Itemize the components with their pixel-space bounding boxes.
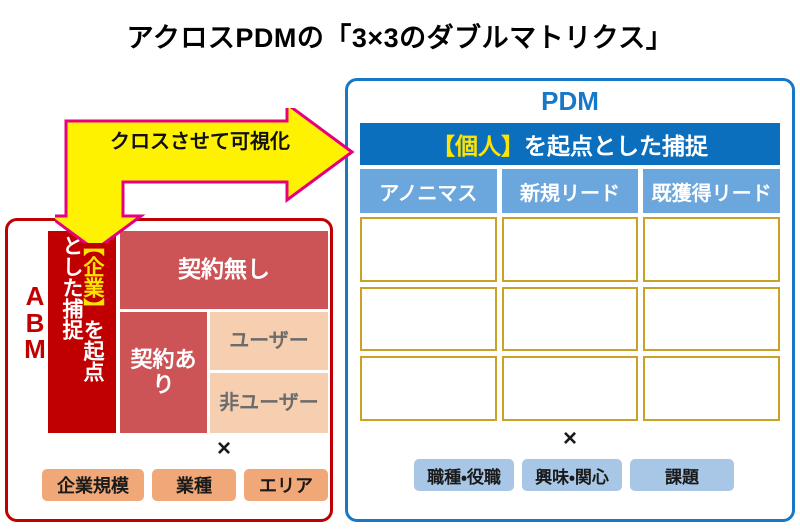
abm-panel: A B M とした捕捉 【企業】を起点 契約無し 契約あり ユーザー 非ユーザー… (5, 218, 333, 522)
pdm-capture-header-bar: 【個人】を起点とした捕捉 (360, 123, 780, 165)
pdm-tag-interest[interactable]: 興味・関心 (522, 459, 622, 491)
abm-attribute-tags: 企業規模 業種 エリア (42, 469, 328, 501)
pdm-panel-title: PDM (541, 86, 599, 116)
pdm-grid-cell[interactable] (501, 217, 639, 282)
pdm-grid-cell[interactable] (643, 217, 780, 282)
abm-capture-column-left: とした捕捉 (60, 235, 83, 340)
abm-cell-user: ユーザー (210, 312, 328, 370)
pdm-grid-cell[interactable] (643, 356, 780, 421)
pdm-tag-job-title[interactable]: 職種・役職 (414, 459, 514, 491)
pdm-column-headers: アノニマス 新規リード 既獲得リード (360, 169, 781, 213)
pdm-grid-cell[interactable] (360, 356, 497, 421)
pdm-grid-cell[interactable] (360, 286, 497, 352)
abm-tag-area[interactable]: エリア (244, 469, 328, 501)
pdm-attribute-tags: 職種・役職 興味・関心 課題 (414, 459, 734, 491)
pdm-grid-cell[interactable] (501, 356, 639, 421)
abm-panel-label: A B M (20, 283, 50, 363)
abm-cell-no-contract: 契約無し (120, 231, 328, 309)
abm-cross-symbol: × (216, 435, 231, 462)
pdm-grid-cell[interactable] (643, 286, 780, 352)
pdm-grid-cell[interactable] (501, 286, 639, 352)
pdm-tag-challenge[interactable]: 課題 (630, 459, 734, 491)
pdm-column-header-anonymous: アノニマス (360, 169, 497, 213)
page-title: アクロスPDMの「3×3のダブルマトリクス」 (126, 23, 674, 53)
abm-tag-industry[interactable]: 業種 (152, 469, 236, 501)
abm-label-letter-m: M (24, 334, 46, 365)
abm-tag-company-size[interactable]: 企業規模 (42, 469, 144, 501)
pdm-grid-cell[interactable] (360, 217, 497, 282)
pdm-header-highlight: 【個人】 (432, 133, 524, 159)
abm-capture-bar: とした捕捉 【企業】を起点 (48, 231, 116, 433)
abm-capture-text: とした捕捉 【企業】を起点 (48, 231, 116, 433)
cross-arrow-label: クロスさせて可視化 (110, 131, 290, 153)
pdm-header-rest: を起点とした捕捉 (524, 133, 708, 159)
pdm-column-header-new-lead: 新規リード (501, 169, 639, 213)
pdm-panel: PDM 【個人】を起点とした捕捉 アノニマス 新規リード 既獲得リード × 職種… (345, 78, 795, 522)
abm-label-letter-b: B (25, 307, 45, 338)
pdm-matrix-grid (360, 217, 780, 421)
abm-capture-highlight: 【企業】 (81, 235, 104, 319)
abm-capture-rest: を起点 (81, 319, 104, 382)
abm-capture-column-right: 【企業】を起点 (81, 235, 104, 427)
abm-cell-contract: 契約あり (120, 312, 207, 433)
pdm-cross-symbol: × (562, 425, 577, 452)
abm-cell-non-user: 非ユーザー (210, 373, 328, 433)
pdm-column-header-acquired-lead: 既獲得リード (643, 169, 781, 213)
abm-label-letter-a: A (25, 281, 45, 311)
